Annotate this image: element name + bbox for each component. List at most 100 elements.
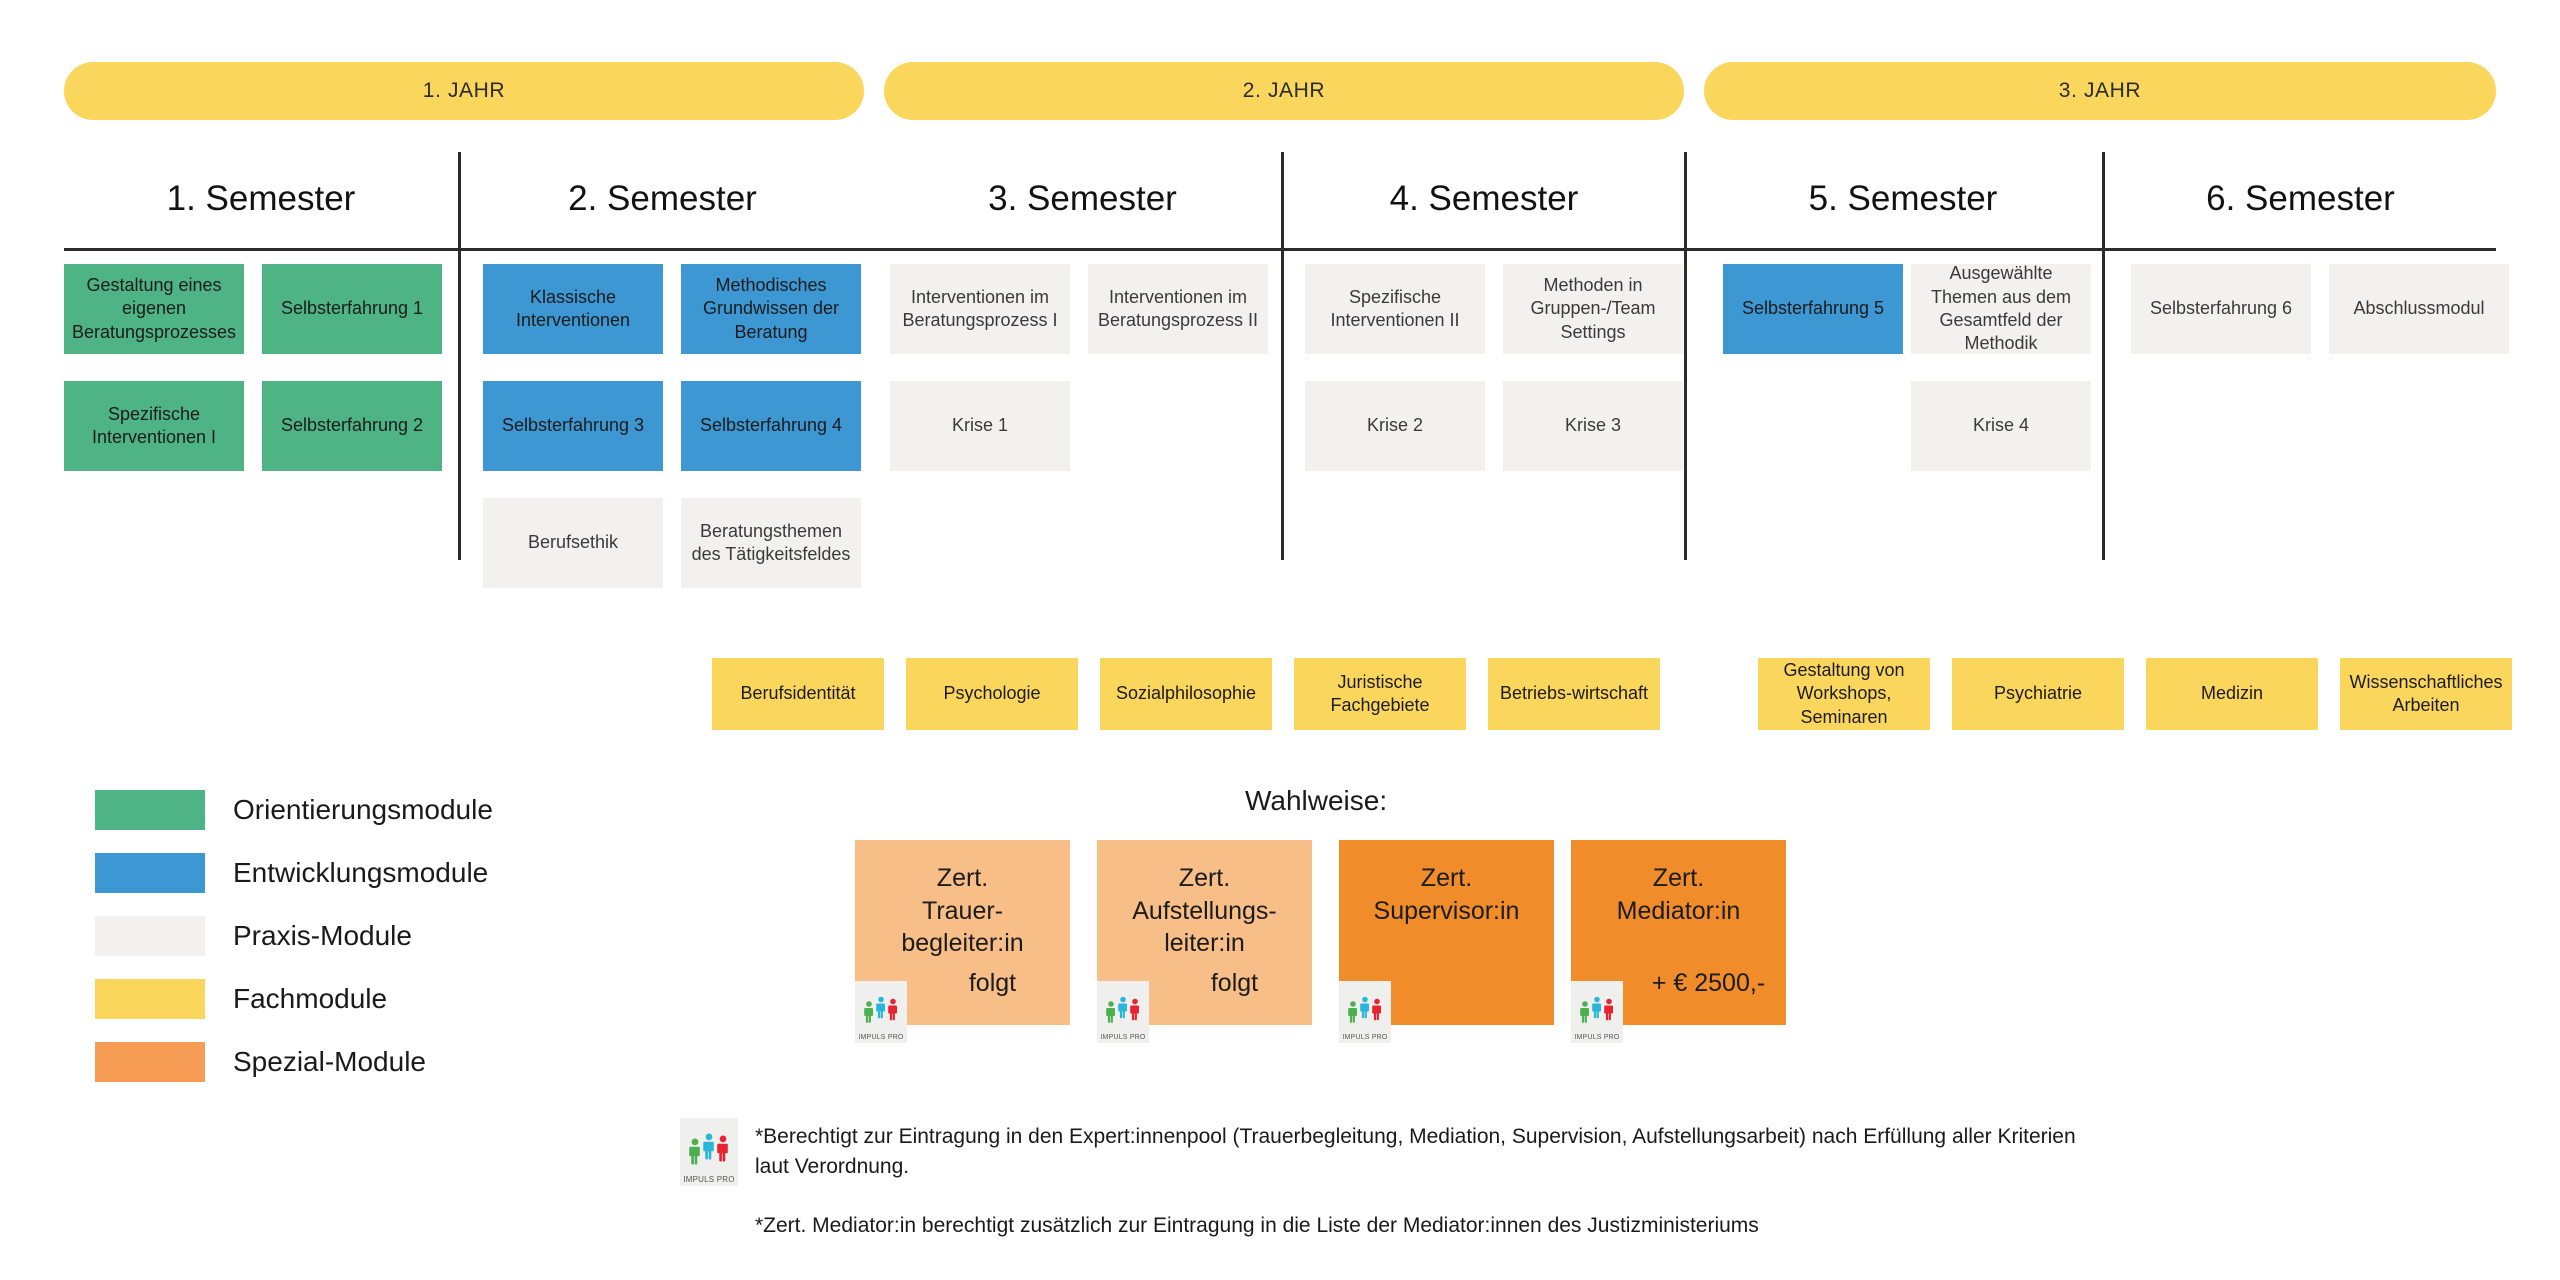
legend-label: Orientierungsmodule (233, 793, 493, 825)
module-box[interactable]: Selbsterfahrung 6 (2131, 264, 2311, 354)
module-box[interactable]: Gestaltung eines eigenen Beratungsprozes… (64, 264, 244, 354)
impuls-pro-logo-icon: IMPULS PRO (1339, 981, 1391, 1043)
module-box[interactable]: Spezifische Interventionen I (64, 381, 244, 471)
legend-swatch-icon (95, 789, 205, 830)
logo-wordmark: IMPULS PRO (1100, 1034, 1146, 1041)
legend-item: Orientierungsmodule (95, 778, 493, 841)
legend-label: Entwicklungsmodule (233, 856, 489, 888)
logo-figures-icon (1348, 987, 1382, 1033)
certificate-note: + € 2500,- (1651, 968, 1766, 997)
semester-header-6: 6. Semester (2206, 179, 2395, 218)
horizontal-separator-line (64, 248, 2496, 251)
fachmodul-box[interactable]: Gestaltung von Workshops, Seminaren (1758, 658, 1930, 730)
certificate-option[interactable]: Zert. Mediator:in + € 2500,- IMPULS PRO (1571, 840, 1786, 1043)
impuls-pro-logo-icon: IMPULS PRO (1571, 981, 1623, 1043)
module-box[interactable]: Klassische Interventionen (483, 264, 663, 354)
module-box[interactable]: Spezifische Interventionen II (1305, 264, 1485, 354)
year-bar-2: 2. JAHR (884, 62, 1684, 120)
legend-item: Fachmodule (95, 967, 493, 1030)
semester-header-1: 1. Semester (166, 179, 356, 218)
fachmodul-box[interactable]: Wissenschaftliches Arbeiten (2340, 658, 2512, 730)
legend-item: Entwicklungsmodule (95, 841, 493, 904)
fachmodul-box[interactable]: Medizin (2146, 658, 2318, 730)
legend-label: Spezial-Module (233, 1045, 426, 1077)
module-box[interactable]: Selbsterfahrung 3 (483, 381, 663, 471)
module-box[interactable]: Selbsterfahrung 1 (262, 264, 442, 354)
module-box[interactable]: Selbsterfahrung 2 (262, 381, 442, 471)
legend-swatch-icon (95, 915, 205, 956)
legend-label: Praxis-Module (233, 919, 412, 951)
module-box[interactable]: Beratungsthemen des Tätigkeitsfeldes (681, 498, 861, 588)
legend-item: Spezial-Module (95, 1030, 493, 1093)
wahlweise-heading: Wahlweise: (1245, 785, 1388, 816)
legend-label: Fachmodule (233, 982, 388, 1014)
impuls-pro-logo-icon: IMPULS PRO (680, 1118, 738, 1186)
module-box[interactable]: Krise 3 (1503, 381, 1683, 471)
logo-person-icon (1592, 987, 1602, 1033)
year-bar-1: 1. JAHR (64, 62, 864, 120)
module-box[interactable]: Berufsethik (483, 498, 663, 588)
module-box[interactable]: Interventionen im Beratungsprozess II (1088, 264, 1268, 354)
semester-header-2: 2. Semester (568, 179, 757, 218)
fachmodul-box[interactable]: Berufsidentität (712, 658, 884, 730)
fachmodul-box[interactable]: Psychiatrie (1952, 658, 2124, 730)
module-box[interactable]: Selbsterfahrung 5 (1723, 264, 1903, 354)
logo-person-icon (703, 1124, 715, 1174)
footnote-text: *Zert. Mediator:in berechtigt zusätzlich… (755, 1213, 1759, 1237)
logo-person-icon (717, 1128, 729, 1174)
logo-person-icon (1130, 991, 1140, 1033)
fachmodul-box[interactable]: Psychologie (906, 658, 1078, 730)
legend-swatch-icon (95, 978, 205, 1019)
logo-person-icon (1580, 996, 1590, 1033)
year-bar-3: 3. JAHR (1704, 62, 2496, 120)
fachmodul-box[interactable]: Betriebs-wirtschaft (1488, 658, 1660, 730)
footnote-text: *Berechtigt zur Eintragung in den Expert… (755, 1125, 2076, 1179)
logo-figures-icon (1580, 987, 1614, 1033)
module-box[interactable]: Abschlussmodul (2329, 264, 2509, 354)
logo-person-icon (864, 996, 874, 1033)
semester-divider-3 (1684, 152, 1687, 560)
semester-divider-1 (458, 152, 461, 560)
module-box[interactable]: Ausgewählte Themen aus dem Gesamtfeld de… (1911, 263, 2091, 354)
impuls-pro-logo-icon: IMPULS PRO (680, 1118, 738, 1186)
logo-person-icon (876, 987, 886, 1033)
module-box[interactable]: Krise 2 (1305, 381, 1485, 471)
logo-person-icon (1360, 987, 1370, 1033)
certificate-title: Zert. Supervisor:in (1373, 864, 1520, 925)
footnote-block: *Berechtigt zur Eintragung in den Expert… (755, 1122, 2105, 1241)
logo-figures-icon (864, 987, 898, 1033)
semester-header-4: 4. Semester (1389, 179, 1579, 218)
logo-wordmark: IMPULS PRO (1342, 1034, 1388, 1041)
logo-figures-icon (689, 1124, 729, 1174)
certificate-title: Zert. Trauer- begleiter:in (901, 864, 1024, 957)
module-box[interactable]: Methoden in Gruppen-/Team Settings (1503, 264, 1683, 354)
semester-divider-4 (2102, 152, 2105, 560)
logo-wordmark: IMPULS PRO (1574, 1034, 1620, 1041)
impuls-pro-logo-icon: IMPULS PRO (1097, 981, 1149, 1043)
year-bar-row: 1. JAHR 2. JAHR 3. JAHR (0, 62, 2560, 120)
fachmodul-box[interactable]: Sozialphilosophie (1100, 658, 1272, 730)
fachmodul-box[interactable]: Juristische Fachgebiete (1294, 658, 1466, 730)
module-box[interactable]: Selbsterfahrung 4 (681, 381, 861, 471)
legend-item: Praxis-Module (95, 904, 493, 967)
module-box[interactable]: Krise 1 (890, 381, 1070, 471)
certificate-note: folgt (968, 968, 1017, 997)
logo-person-icon (1348, 996, 1358, 1033)
certificate-title: Zert. Mediator:in (1616, 864, 1741, 925)
logo-person-icon (1118, 987, 1128, 1033)
certificate-title: Zert. Aufstellungs- leiter:in (1132, 864, 1277, 957)
logo-person-icon (1372, 991, 1382, 1033)
logo-figures-icon (1106, 987, 1140, 1033)
logo-person-icon (689, 1134, 701, 1174)
semester-header-3: 3. Semester (988, 179, 1177, 218)
module-box[interactable]: Krise 4 (1911, 381, 2091, 471)
logo-wordmark: IMPULS PRO (683, 1175, 735, 1184)
module-box[interactable]: Interventionen im Beratungsprozess I (890, 264, 1070, 354)
logo-person-icon (1604, 991, 1614, 1033)
module-box[interactable]: Methodisches Grundwissen der Beratung (681, 264, 861, 354)
certificate-note: folgt (1210, 968, 1259, 997)
